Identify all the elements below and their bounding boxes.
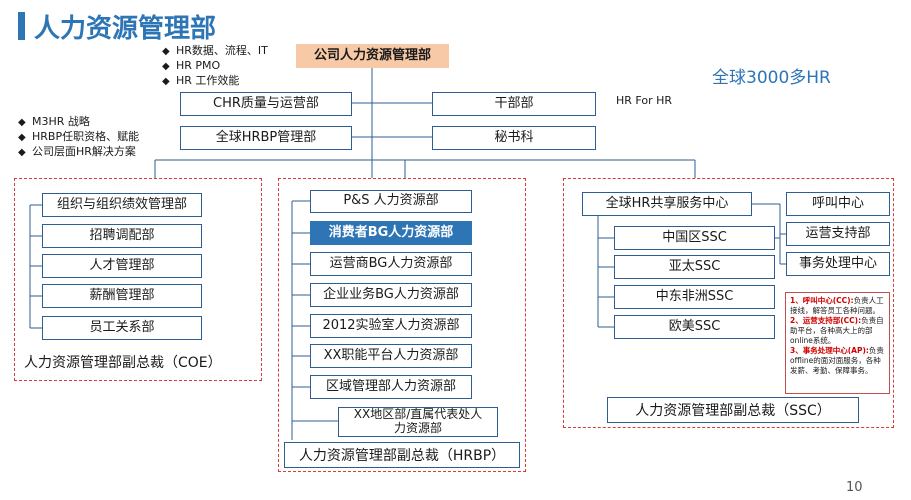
ssc-note: 1、呼叫中心(CC):负责人工接线，解答员工各种问题。 2、运营支持部(CC):… (785, 292, 890, 394)
bullet-item: ◆公司层面HR解决方案 (18, 145, 136, 158)
ssc-function: 运营支持部 (786, 222, 890, 246)
hrbp-item: 2012实验室人力资源部 (310, 314, 472, 338)
diamond-icon: ◆ (18, 132, 26, 143)
diamond-icon: ◆ (162, 46, 170, 57)
global-hrbp-box: 全球HRBP管理部 (180, 126, 352, 150)
ssc-region: 欧美SSC (614, 315, 775, 339)
coe-caption: 人力资源管理部副总裁（COE） (24, 355, 222, 371)
diamond-icon: ◆ (162, 76, 170, 87)
hrbp-item: XX职能平台人力资源部 (310, 344, 472, 368)
diamond-icon: ◆ (18, 117, 26, 128)
title-bar (18, 12, 25, 40)
hrbp-item: 区域管理部人力资源部 (310, 375, 472, 399)
global-hr-label: 全球3000多HR (712, 68, 831, 88)
hrbp-sub-item: XX地区部/直属代表处人力资源部 (338, 407, 498, 437)
bullet-item: ◆M3HR 战略 (18, 115, 90, 128)
bullet-item: ◆HR PMO (162, 59, 221, 72)
coe-group (14, 178, 262, 381)
diamond-icon: ◆ (18, 147, 26, 158)
ssc-function: 呼叫中心 (786, 192, 890, 216)
secretariat-box: 秘书科 (432, 126, 596, 150)
ssc-region: 亚太SSC (614, 255, 775, 279)
hrbp-item: 企业业务BG人力资源部 (310, 283, 472, 307)
ssc-region: 中东非洲SSC (614, 285, 775, 309)
ssc-region: 中国区SSC (614, 226, 775, 250)
ssc-center-box: 全球HR共享服务中心 (582, 192, 752, 216)
hr-for-hr-label: HR For HR (616, 94, 673, 107)
ssc-function: 事务处理中心 (786, 252, 890, 276)
chr-quality-box: CHR质量与运营部 (180, 92, 352, 116)
coe-item: 人才管理部 (42, 254, 202, 278)
company-hr-box: 公司人力资源管理部 (296, 44, 449, 68)
hrbp-item: 运营商BG人力资源部 (310, 252, 472, 276)
bullet-item: ◆HR 工作效能 (162, 74, 240, 87)
bullet-item: ◆HRBP任职资格、赋能 (18, 130, 140, 143)
hrbp-item-highlighted: 消费者BG人力资源部 (310, 221, 472, 245)
coe-item: 组织与组织绩效管理部 (42, 193, 202, 217)
page-number: 10 (846, 480, 863, 495)
coe-item: 招聘调配部 (42, 224, 202, 248)
coe-item: 薪酬管理部 (42, 284, 202, 308)
bullet-item: ◆HR数据、流程、IT (162, 44, 268, 57)
hrbp-item: P&S 人力资源部 (310, 190, 472, 213)
page-title: 人力资源管理部 (34, 14, 217, 44)
hrbp-caption: 人力资源管理部副总裁（HRBP） (284, 442, 520, 468)
ssc-caption: 人力资源管理部副总裁（SSC） (607, 397, 859, 423)
hrbp-group (278, 178, 526, 472)
ssc-group (563, 178, 894, 428)
diamond-icon: ◆ (162, 61, 170, 72)
coe-item: 员工关系部 (42, 316, 202, 340)
cadre-dept-box: 干部部 (432, 92, 596, 116)
